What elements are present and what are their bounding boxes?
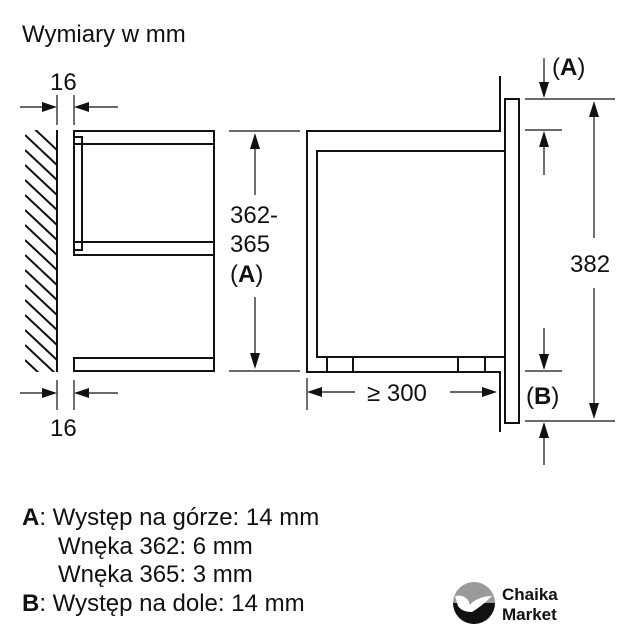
arrow-up-icon [250,133,260,149]
arrow-left-icon [307,387,322,397]
bottom-gap-label: 16 [50,415,77,442]
top-shelf [73,130,215,145]
hatch-line [25,375,57,405]
right-view: ≥ 300 (A) (B) 382 [306,54,615,465]
logo-line2: Market [502,605,557,624]
hatch-line [25,134,57,166]
hatch-line [25,149,57,181]
top-gap-label: 16 [50,69,77,96]
hatch-line [25,164,57,196]
depth-label: ≥ 300 [367,380,427,407]
hatch-line [25,359,40,372]
hatch-line [25,254,57,286]
arrow-down-icon [539,354,549,370]
arrow-down-icon [589,403,599,419]
diagram-title: Wymiary w mm [22,21,186,48]
height-ref-label: (A) [230,261,263,288]
arrow-up-icon [589,101,599,117]
side-strip [73,136,83,251]
legend-item-niche-365: Wnęka 365: 3 mm [58,561,253,588]
arrow-right-icon [42,388,57,398]
appliance-foot [457,356,486,373]
legend: A: Występ na górze: 14 mm Wnęka 362: 6 m… [22,504,319,617]
wall-hatch [25,130,57,405]
hatch-line [25,224,57,256]
left-view: 16 362- 365 (A) 16 [20,69,300,442]
hatch-line [25,329,57,361]
middle-shelf [73,241,215,256]
hatch-line [25,209,57,241]
gull-icon [455,595,492,612]
arrow-left-icon [74,388,89,398]
legend-item-a: A: Występ na górze: 14 mm [22,504,319,531]
height-label-line2: 365 [230,231,270,258]
total-height-label: 382 [570,251,610,278]
arrow-down-icon [250,353,260,369]
arrow-right-icon [482,387,497,397]
hatch-line [25,284,57,316]
bottom-shelf [73,357,215,372]
hatch-line [25,314,57,346]
hatch-line [34,130,57,151]
hatch-line [25,194,57,226]
hatch-line [25,179,57,211]
hatch-line [25,344,56,372]
appliance-foot [326,356,354,373]
niche-outline [306,76,501,432]
arrow-up-icon [539,422,549,438]
door-panel [504,98,520,424]
appliance-body [316,150,506,358]
chaika-market-logo: Chaika Market [453,582,558,624]
legend-item-b: B: Występ na dole: 14 mm [22,590,305,617]
arrow-down-icon [539,82,549,98]
hatch-line [25,269,57,301]
arrow-right-icon [42,102,57,112]
arrow-up-icon [539,131,549,147]
hatch-line [25,299,57,331]
bottom-ref-label: (B) [526,383,559,410]
logo-line1: Chaika [502,585,558,604]
hatch-line [25,239,57,271]
legend-item-niche-362: Wnęka 362: 6 mm [58,533,253,560]
height-label-line1: 362- [230,202,278,229]
top-ref-label: (A) [552,54,585,81]
arrow-left-icon [74,102,89,112]
